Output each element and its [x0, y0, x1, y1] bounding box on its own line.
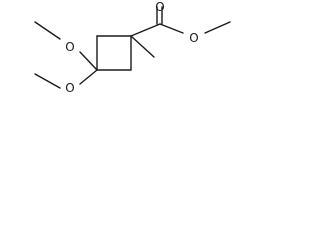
bond-c-o-methoxy-bottom [79, 69, 98, 85]
bond-c-carbonyl [130, 23, 161, 37]
bond-c-o-methoxy-top [79, 51, 98, 71]
bond-carbonyl-ester-o [159, 23, 184, 34]
bond-o-ch3-methoxy-top [34, 21, 61, 40]
atom-o-methoxy-bottom: O [65, 81, 74, 95]
atom-o-methoxy-top: O [65, 40, 74, 54]
bond-o-ch3-methoxy-bottom [34, 73, 61, 89]
bond-c-methyl [130, 35, 155, 58]
molecule-structure: O O O O [34, 0, 231, 95]
atom-o-carbonyl: O [155, 0, 164, 14]
bond-ester-o-ch3 [204, 21, 231, 34]
atom-o-ester: O [189, 31, 198, 45]
structure-canvas: O O O O [0, 0, 238, 102]
